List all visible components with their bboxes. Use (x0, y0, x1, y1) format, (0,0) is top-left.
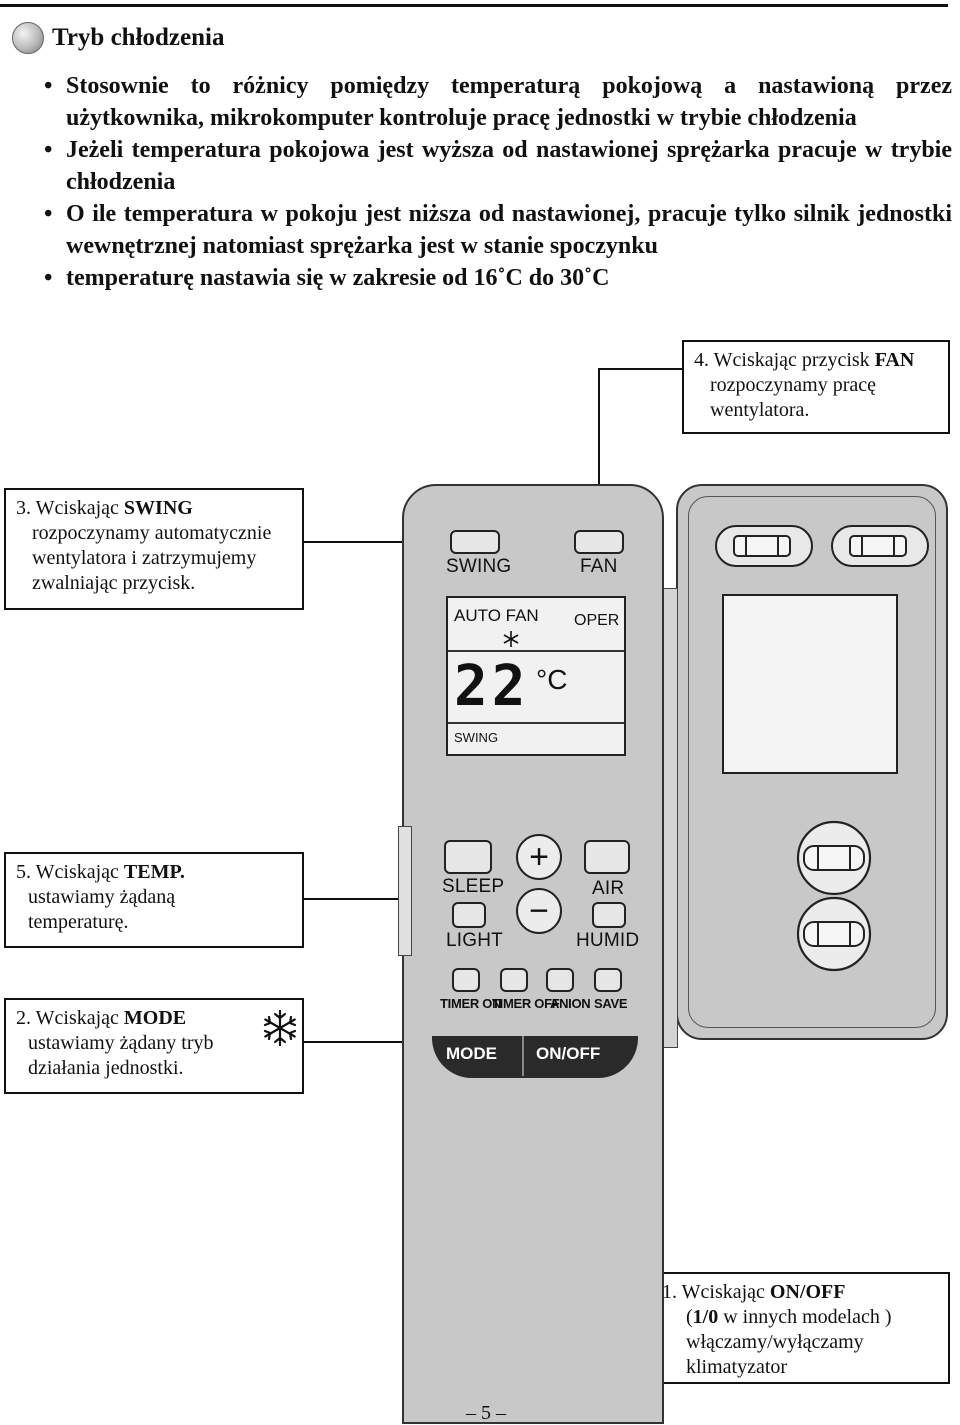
remote-side-tab (398, 826, 412, 956)
page-number: – 5 – (466, 1402, 506, 1424)
light-label: LIGHT (446, 930, 503, 951)
plus-icon: + (529, 838, 549, 876)
swing-button[interactable] (450, 530, 500, 554)
bullet-item: Jeżeli temperatura pokojowa jest wyższa … (44, 134, 952, 198)
save-label: SAVE (594, 996, 628, 1011)
lcd-temperature: 22 (454, 654, 530, 719)
leader-line (598, 368, 600, 532)
section-header: Tryb chłodzenia (12, 22, 224, 54)
callout-onoff: 1. Wciskając ON/OFF (1/0 w innych modela… (650, 1272, 950, 1384)
gray-ball-icon (12, 22, 44, 54)
bullet-list: Stosownie to różnicy pomiędzy temperatur… (44, 70, 952, 294)
light-button[interactable] (452, 902, 486, 928)
leader-line (304, 541, 454, 543)
humid-label: HUMID (576, 930, 640, 951)
swing-label: SWING (446, 556, 512, 577)
fan-button[interactable] (574, 530, 624, 554)
minus-icon: − (529, 892, 549, 930)
sleep-button[interactable] (444, 840, 492, 874)
mode-button[interactable]: MODE (446, 1044, 497, 1063)
mode-onoff-bar (432, 1036, 638, 1078)
timer-on-label: TIMER ON (440, 996, 502, 1011)
lid-hinge-icon (796, 820, 872, 972)
callout-mode: 2. Wciskając MODE ustawiamy żądany tryb … (4, 998, 304, 1094)
lcd-snowflake-icon (503, 631, 519, 647)
lcd-display: AUTO FAN OPER 22 °C SWING (446, 596, 626, 756)
timer-on-button[interactable] (452, 968, 480, 992)
leader-line (304, 1041, 432, 1043)
callout-fan: 4. Wciskając przycisk FAN rozpoczynamy p… (682, 340, 950, 434)
top-rule (0, 4, 948, 7)
bullet-item: Stosownie to różnicy pomiędzy temperatur… (44, 70, 952, 134)
anion-label: ANION (550, 996, 591, 1011)
snowflake-icon (263, 1009, 297, 1047)
air-button[interactable] (584, 840, 630, 874)
section-title: Tryb chłodzenia (52, 24, 225, 51)
callout-swing: 3. Wciskając SWING rozpoczynamy automaty… (4, 488, 304, 610)
temp-up-button[interactable]: + (516, 834, 562, 880)
lcd-unit: °C (536, 664, 568, 695)
lcd-oper: OPER (574, 612, 620, 629)
lid-window (722, 594, 898, 774)
onoff-button[interactable]: ON/OFF (536, 1044, 601, 1063)
lcd-swing: SWING (454, 730, 499, 745)
timer-off-label: TIMER OFF (492, 996, 560, 1011)
sleep-label: SLEEP (442, 876, 505, 897)
bullet-item: O ile temperatura w pokoju jest niższa o… (44, 198, 952, 262)
leader-line (598, 368, 682, 370)
humid-button[interactable] (592, 902, 626, 928)
lid-latch-icon (715, 525, 929, 567)
temp-down-button[interactable]: − (516, 888, 562, 934)
bullet-item: temperaturę nastawia się w zakresie od 1… (44, 262, 952, 294)
timer-off-button[interactable] (500, 968, 528, 992)
fan-label: FAN (580, 556, 618, 577)
air-label: AIR (592, 878, 625, 899)
save-button[interactable] (594, 968, 622, 992)
anion-button[interactable] (546, 968, 574, 992)
lcd-auto-fan: AUTO FAN (454, 606, 539, 625)
callout-temp: 5. Wciskając TEMP. ustawiamy żądaną temp… (4, 852, 304, 948)
